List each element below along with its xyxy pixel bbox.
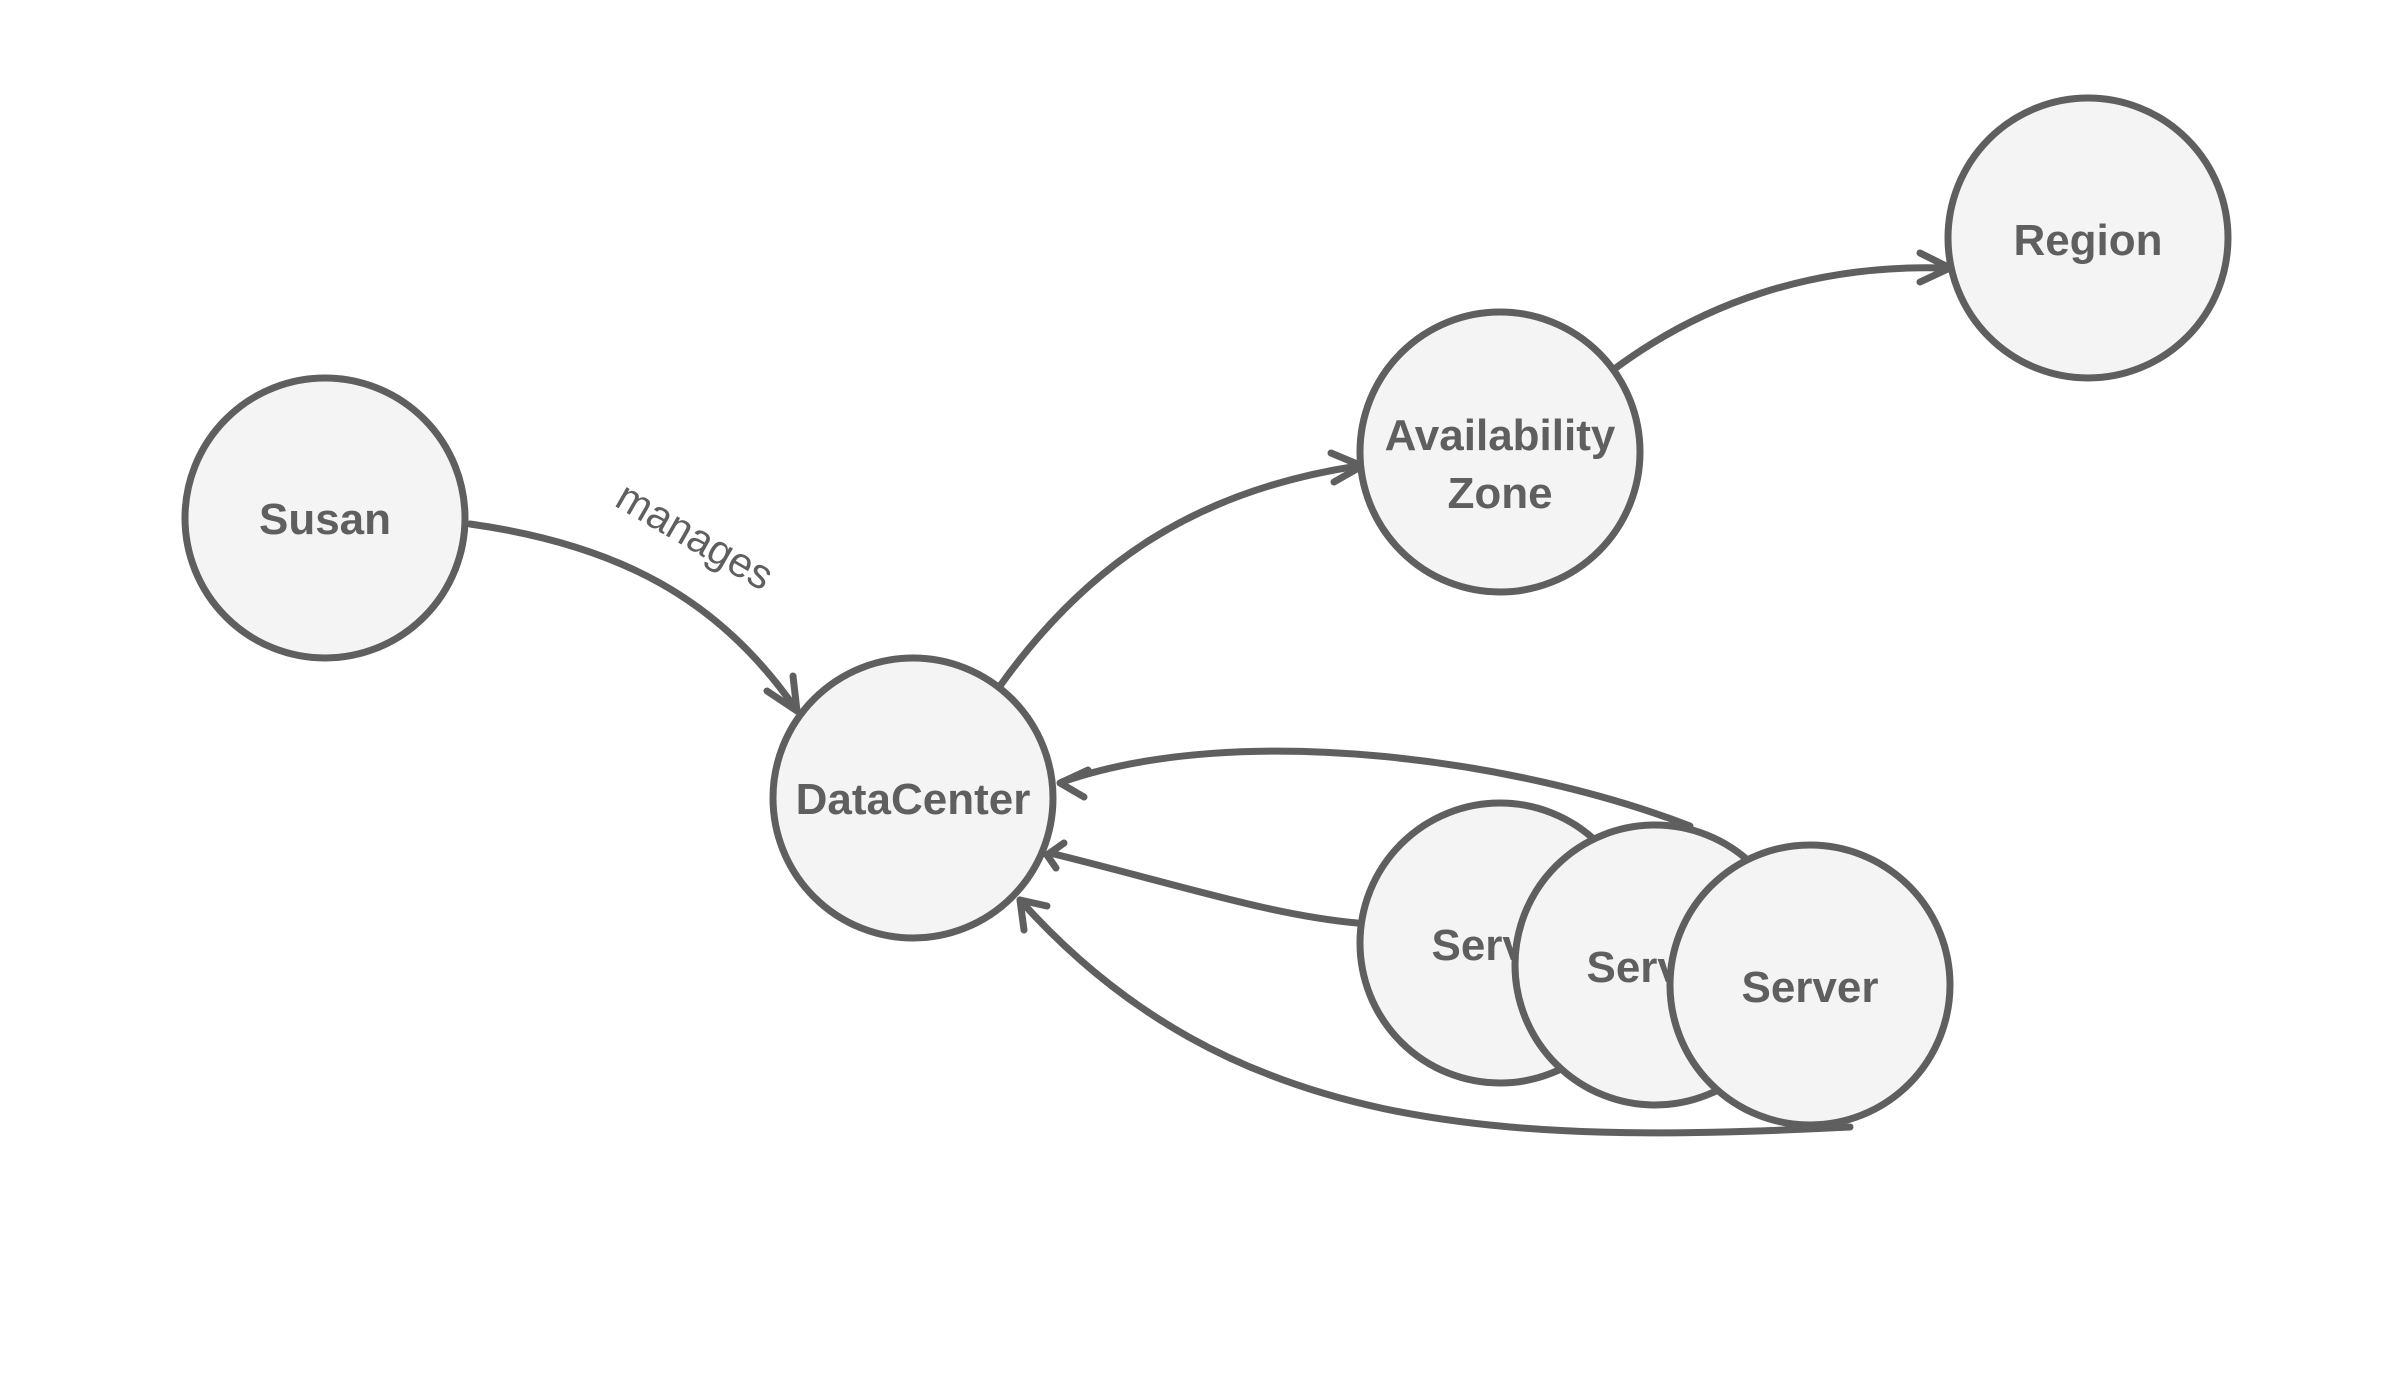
node-region[interactable]: Region (1944, 94, 2232, 382)
node-label-availability: Availability (1385, 411, 1616, 460)
arrowhead-icon (1016, 896, 1051, 934)
edge-server-2-to-datacenter[interactable] (1056, 747, 1694, 830)
node-label-susan: Susan (259, 495, 391, 544)
edge-line (1046, 849, 1361, 927)
node-availability-zone[interactable]: Availability Zone (1356, 308, 1644, 596)
arrowhead-icon (1043, 839, 1068, 872)
edge-susan-to-datacenter[interactable]: manages (466, 472, 801, 715)
node-label-zone: Zone (1447, 469, 1552, 518)
edge-availability-zone-to-region[interactable] (1609, 249, 1954, 374)
node-circle (1944, 94, 2232, 382)
node-label-region: Region (2013, 216, 2162, 265)
node-server-3[interactable]: Server (1666, 841, 1954, 1129)
nodes-layer: Susan DataCenter Availability Zone Regio… (181, 94, 2232, 1129)
edge-line (1016, 896, 1854, 1137)
edge-server-1-to-datacenter[interactable] (1043, 839, 1361, 927)
node-circle (1666, 841, 1954, 1129)
node-datacenter[interactable]: DataCenter (769, 654, 1057, 942)
edge-line (1058, 747, 1694, 830)
node-label-datacenter: DataCenter (796, 775, 1031, 824)
node-circle (769, 654, 1057, 942)
edge-line (466, 520, 799, 712)
arrowhead-icon (1056, 766, 1092, 801)
edge-line (1609, 264, 1949, 374)
node-label-server-3: Server (1741, 963, 1878, 1012)
edge-datacenter-to-availability-zone[interactable] (996, 449, 1366, 690)
node-circle (1356, 308, 1644, 596)
edge-line (996, 462, 1362, 690)
arrowhead-icon (763, 672, 801, 715)
node-susan[interactable]: Susan (181, 374, 469, 662)
edge-server-3-to-datacenter[interactable] (1016, 896, 1854, 1137)
edge-label-manages: manages (609, 472, 782, 599)
node-circle (181, 374, 469, 662)
